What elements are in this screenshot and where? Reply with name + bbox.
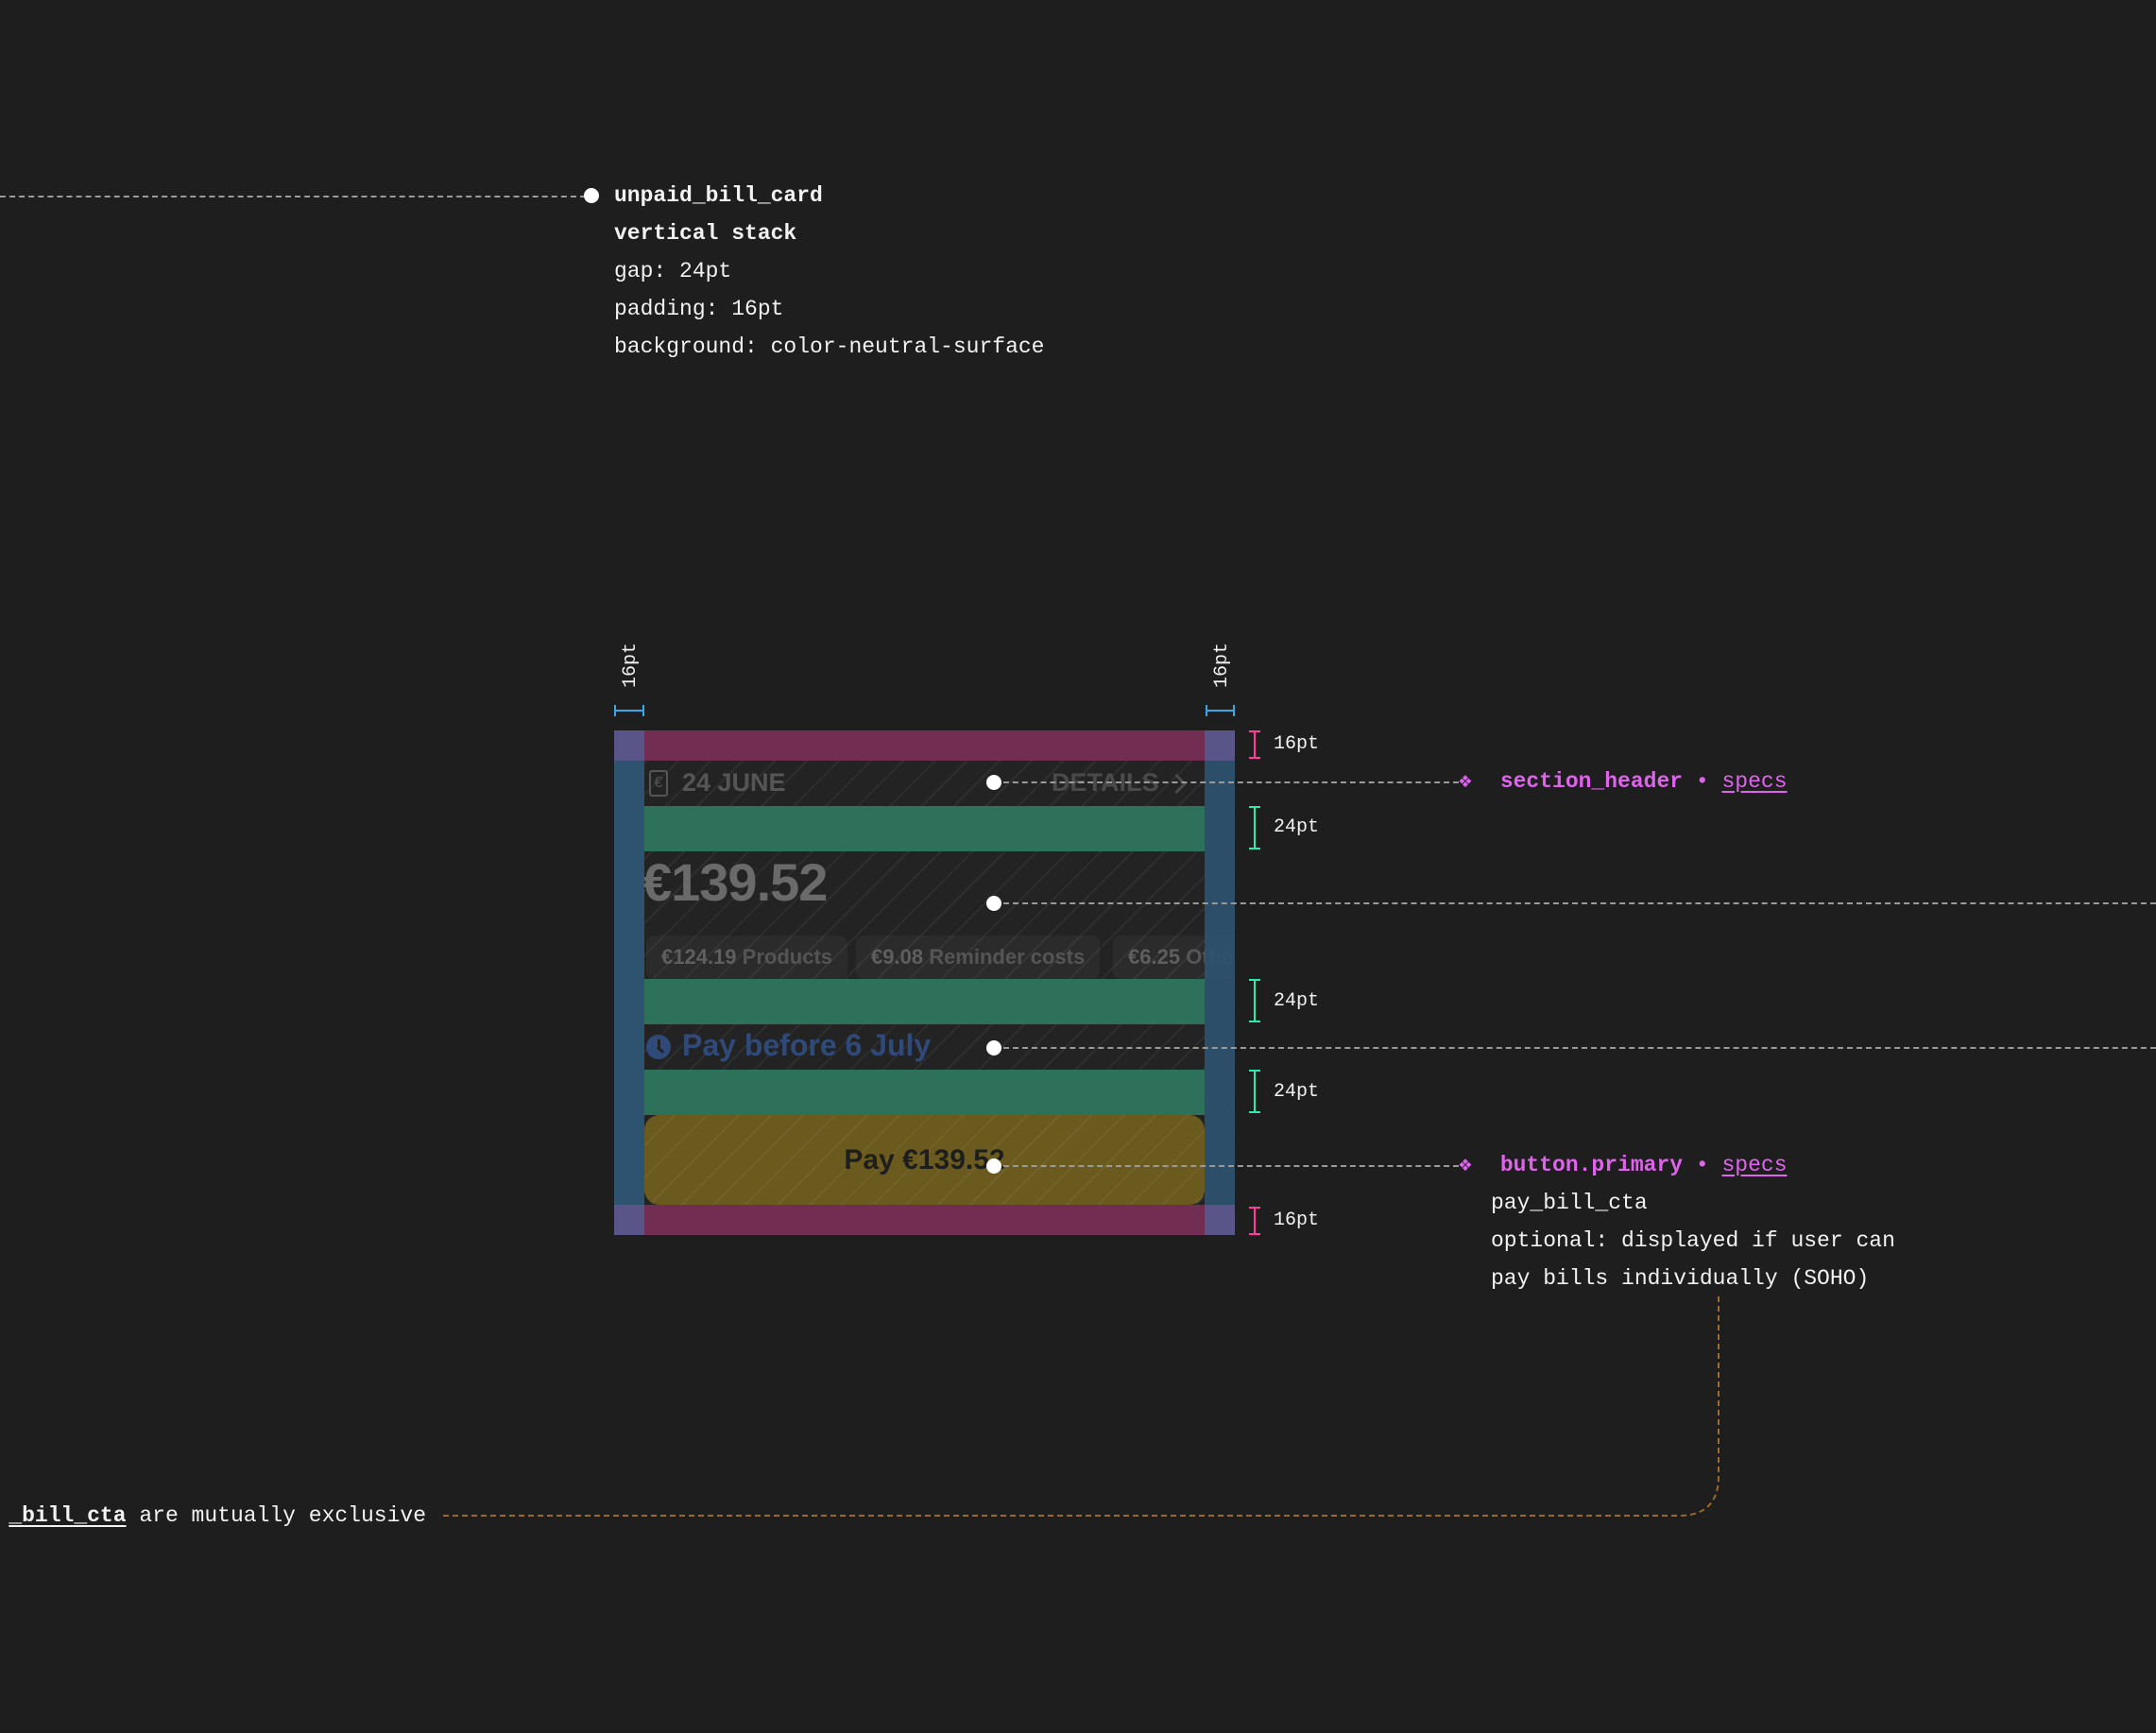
anchor-dot [986, 1158, 1001, 1174]
gap-overlay [644, 1070, 1205, 1115]
specs-link[interactable]: specs [1721, 769, 1788, 794]
main-annotation-leader [0, 196, 586, 197]
button-primary-annotation: ❖ button.primary • specs pay_bill_cta op… [1459, 1146, 1895, 1297]
clock-icon [646, 1035, 671, 1059]
pay-bill-button[interactable]: Pay €139.52 [644, 1115, 1205, 1205]
spec-gap: gap: 24pt [614, 259, 732, 283]
annotation-line: pay_bill_cta [1491, 1191, 1648, 1215]
padding-overlay-top [614, 730, 1235, 761]
padding-label-bottom: 16pt [1274, 1210, 1320, 1231]
padding-marker-bottom [1249, 1207, 1260, 1235]
amount-leader [994, 902, 2156, 904]
right-padding-marker [1206, 705, 1235, 716]
padding-overlay-left [614, 761, 644, 1205]
main-annotation: unpaid_bill_card vertical stack gap: 24p… [614, 177, 1044, 366]
component-name: unpaid_bill_card [614, 183, 823, 208]
anchor-dot [986, 775, 1001, 790]
button-leader [994, 1165, 1459, 1167]
component-icon: ❖ [1459, 1153, 1472, 1177]
component-reference[interactable]: _bill_cta [9, 1503, 127, 1528]
section-header-leader [994, 781, 1459, 783]
section-header-annotation: ❖ section_header • specs [1459, 763, 1788, 800]
padding-marker-top [1249, 730, 1260, 759]
left-padding-marker [614, 705, 644, 716]
corner-overlay [1205, 1205, 1235, 1235]
breakdown-chip: €124.19 Products [646, 935, 848, 979]
gap-marker [1249, 806, 1260, 849]
padding-overlay-right [1205, 761, 1235, 1205]
corner-overlay [614, 1205, 644, 1235]
due-text: Pay before 6 July [682, 1028, 932, 1062]
component-name: button.primary [1499, 1153, 1684, 1177]
corner-overlay [1205, 730, 1235, 761]
bill-amount: €139.52 [642, 852, 828, 912]
gap-label: 24pt [1274, 1081, 1320, 1103]
gap-overlay [644, 806, 1205, 851]
anchor-dot [986, 896, 1001, 911]
gap-marker [1249, 1070, 1260, 1113]
breakdown-chip: €9.08 Reminder costs [856, 935, 1101, 979]
corner-overlay [614, 730, 644, 761]
anchor-dot [584, 188, 599, 203]
anchor-dot [986, 1040, 1001, 1055]
exclusive-note: _bill_cta are mutually exclusive [9, 1503, 426, 1528]
component-name: section_header [1499, 769, 1684, 794]
gap-label: 24pt [1274, 990, 1320, 1012]
due-date-leader [994, 1047, 2156, 1049]
unpaid-bill-card: € 24 JUNE DETAILS €139.52 €124.19 Produc… [614, 730, 1235, 1235]
gap-label: 24pt [1274, 816, 1320, 838]
date-label: 24 JUNE [682, 768, 786, 797]
layout-type: vertical stack [614, 221, 797, 246]
padding-label-top: 16pt [1274, 733, 1320, 755]
spec-background: background: color-neutral-surface [614, 335, 1045, 359]
component-icon: ❖ [1459, 769, 1472, 794]
euro-bill-icon: € [649, 770, 668, 797]
spec-padding: padding: 16pt [614, 297, 784, 321]
pay-button-label: Pay €139.52 [844, 1144, 1005, 1175]
gap-overlay [644, 979, 1205, 1024]
annotation-line: optional: displayed if user can [1491, 1228, 1895, 1253]
specs-link[interactable]: specs [1721, 1153, 1788, 1177]
gap-marker [1249, 979, 1260, 1022]
padding-overlay-bottom [614, 1205, 1235, 1235]
annotation-line: pay bills individually (SOHO) [1491, 1266, 1870, 1291]
